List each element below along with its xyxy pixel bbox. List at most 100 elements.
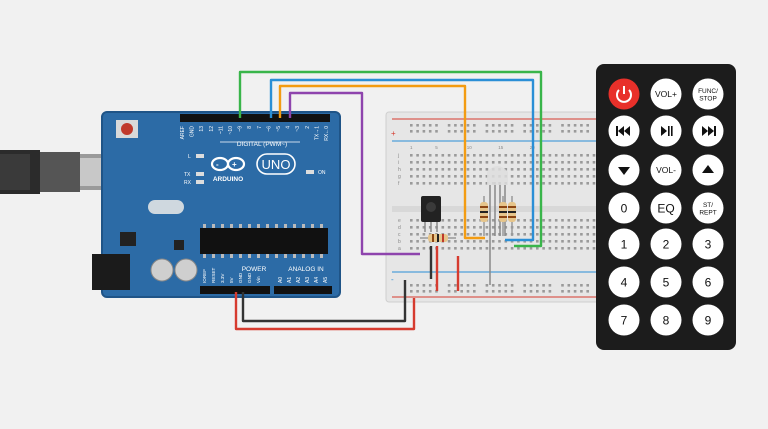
remote-button-label: VOL- (656, 165, 676, 175)
power-pin-label: GND (238, 272, 243, 283)
rewind-button[interactable] (608, 115, 640, 147)
power-header (200, 286, 270, 294)
digital-pin-label: ~6 (266, 126, 272, 132)
up-button[interactable] (692, 154, 724, 186)
digital-pin-label: AREF (180, 126, 186, 139)
resistor[interactable] (480, 196, 488, 236)
digital-pin-label: TX→1 (314, 126, 320, 140)
remote-button-7[interactable]: 7 (608, 304, 640, 336)
play-pause-button[interactable] (650, 115, 682, 147)
digital-pin-label: ~11 (218, 126, 224, 134)
remote-button-vol[interactable]: VOL+ (650, 78, 682, 110)
remote-button-func-stop[interactable]: FUNC/STOP (692, 78, 724, 110)
row-letter: e (398, 218, 401, 224)
arduino-logo: - + (210, 156, 246, 172)
remote-button-3[interactable]: 3 (692, 228, 724, 260)
down-button[interactable] (608, 154, 640, 186)
digital-pin-label: 4 (286, 126, 292, 129)
digital-pin-label: ~10 (228, 126, 234, 135)
wire-black[interactable] (241, 280, 407, 323)
brand-label: ARDUINO (213, 176, 243, 183)
column-number: 15 (498, 145, 504, 150)
rail-minus-label: - (391, 275, 394, 284)
remote-button-st-rept[interactable]: ST/REPT (692, 192, 724, 224)
remote-button-label: ST/REPT (699, 202, 716, 217)
power-pin-label: Vin (256, 276, 261, 283)
power-pin-label: GND (247, 272, 252, 283)
play-pause-icon (661, 126, 673, 136)
power-label: POWER (242, 266, 267, 273)
rewind-icon (616, 126, 630, 136)
row-letter: f (398, 181, 400, 187)
model-label: UNO (262, 157, 291, 172)
fast-forward-button[interactable] (692, 115, 724, 147)
digital-pin-label: ~3 (295, 126, 301, 132)
status-leds: L TX RX ON (184, 154, 326, 186)
wire-blue[interactable] (269, 78, 535, 242)
usb-cable (0, 150, 106, 194)
reset-button[interactable] (116, 120, 138, 138)
power-icon (616, 86, 632, 103)
analog-pin-label: A5 (323, 277, 329, 283)
remote-button-label: FUNC/STOP (698, 88, 718, 103)
up-icon (702, 165, 714, 173)
analog-pin-label: A3 (305, 277, 311, 283)
resistor[interactable] (499, 196, 507, 236)
remote-button-label: EQ (657, 201, 674, 215)
down-icon (618, 167, 630, 175)
remote-button-vol[interactable]: VOL- (650, 154, 682, 186)
remote-button-8[interactable]: 8 (650, 304, 682, 336)
digital-pin-label: GND (190, 126, 196, 138)
wire-red[interactable] (234, 292, 416, 331)
resistor[interactable] (420, 234, 456, 242)
column-number: 1 (410, 145, 413, 150)
power-pin-label: 5V (229, 276, 234, 283)
remote-button-label: 5 (663, 275, 670, 289)
remote-button-4[interactable]: 4 (608, 266, 640, 298)
remote-button-6[interactable]: 6 (692, 266, 724, 298)
remote-button-label: 2 (663, 237, 670, 251)
svg-text:RX: RX (184, 180, 192, 186)
remote-button-9[interactable]: 9 (692, 304, 724, 336)
analog-header (274, 286, 332, 294)
on-label: ON (318, 170, 326, 176)
analog-label: ANALOG IN (288, 266, 324, 273)
power-button[interactable] (608, 78, 640, 110)
wire-purple[interactable] (288, 91, 420, 256)
digital-pin-label: 13 (199, 126, 205, 132)
remote-button-label: VOL+ (655, 89, 677, 99)
remote-button-label: 7 (621, 313, 628, 327)
remote-button-0[interactable]: 0 (608, 192, 640, 224)
digital-pin-label: 2 (305, 126, 311, 129)
microcontroller-chip (200, 228, 328, 254)
wire-orange[interactable] (278, 84, 485, 240)
rail-plus-label: + (391, 129, 396, 138)
resistor[interactable] (508, 196, 516, 236)
remote-button-eq[interactable]: EQ (650, 192, 682, 224)
row-letter: a (398, 246, 401, 252)
row-letter: i (398, 160, 399, 166)
remote-button-2[interactable]: 2 (650, 228, 682, 260)
remote-button-label: 3 (705, 237, 712, 251)
digital-header (180, 114, 330, 122)
column-number: 5 (435, 145, 438, 150)
capacitor (174, 258, 198, 282)
remote-button-5[interactable]: 5 (650, 266, 682, 298)
row-letter: c (398, 232, 401, 238)
remote-button-label: 0 (621, 201, 628, 215)
wire-green[interactable] (238, 70, 543, 248)
remote-button-label: 8 (663, 313, 670, 327)
ir-receiver[interactable] (421, 196, 441, 232)
digital-pin-label: 7 (257, 126, 263, 129)
digital-pin-label: 8 (247, 126, 253, 129)
remote-button-1[interactable]: 1 (608, 228, 640, 260)
analog-pin-label: A4 (314, 277, 320, 283)
row-letter: g (398, 174, 401, 180)
ir-remote[interactable]: VOL+ FUNC/STOP VOL- 0 EQ ST/REPT 1 2 3 4 5 6 7 8 9 (596, 64, 736, 350)
voltage-regulator (120, 232, 136, 246)
row-letter: h (398, 167, 401, 173)
power-pin-label: 3.3V (220, 273, 225, 283)
column-number: 10 (467, 145, 473, 150)
